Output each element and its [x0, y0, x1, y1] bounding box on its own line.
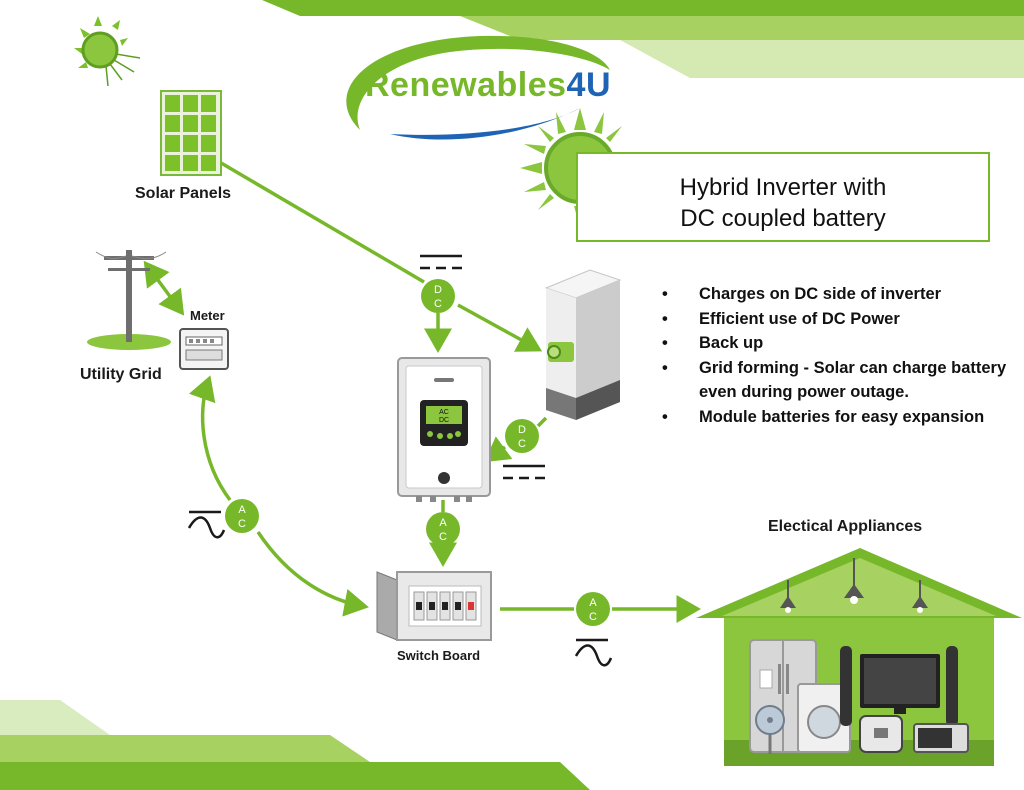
- ac-inverter-line-2: C: [439, 531, 447, 543]
- feature-item: Charges on DC side of inverter: [662, 282, 1022, 307]
- rice-cooker-icon: [859, 715, 903, 753]
- inverter-display-line-2: DC: [439, 417, 449, 424]
- title-box: Hybrid Inverter with DC coupled battery: [576, 152, 990, 242]
- ac-grid-line-1: A: [238, 504, 246, 516]
- ac-inverter-line-1: A: [439, 517, 447, 529]
- feature-item: Grid forming - Solar can charge battery …: [662, 356, 1022, 405]
- ac-inverter-circle: [426, 512, 460, 546]
- house-icon: [696, 548, 1022, 766]
- speaker-right-icon: [946, 646, 958, 726]
- switch-board-icon: [376, 571, 492, 641]
- dc-top-line-2: C: [434, 298, 442, 310]
- feature-list: Charges on DC side of inverter Efficient…: [662, 282, 1022, 429]
- dc-battery-circle: [505, 419, 539, 453]
- utility-grid-label: Utility Grid: [80, 366, 162, 383]
- dc-battery-line-1: D: [518, 424, 526, 436]
- logo-name-main: Renewables: [365, 66, 567, 104]
- ac-house-line-1: A: [589, 597, 597, 609]
- logo-name-accent: 4U: [566, 66, 611, 104]
- inverter-icon: AC DC: [397, 357, 491, 502]
- meter-label: Meter: [190, 308, 225, 323]
- fan-icon: [755, 705, 785, 754]
- ac-grid-circle: [225, 499, 259, 533]
- battery-icon: [544, 269, 622, 420]
- ac-house-circle: [576, 592, 610, 626]
- feature-item: Efficient use of DC Power: [662, 307, 1022, 332]
- feature-item: Module batteries for easy expansion: [662, 405, 1022, 430]
- inverter-display-line-1: AC: [439, 409, 449, 416]
- meter-icon: [179, 328, 229, 370]
- lamp-icons: [780, 558, 928, 613]
- logo-swoosh: [346, 35, 610, 140]
- logo: Renewables4U: [365, 66, 611, 105]
- title-line-1: Hybrid Inverter with: [679, 174, 887, 201]
- ac-grid-line-2: C: [238, 518, 246, 530]
- ac-house-line-2: C: [589, 611, 597, 623]
- switch-board-label: Switch Board: [397, 648, 481, 663]
- microwave-icon: [913, 723, 969, 753]
- solar-panels-label: Solar Panels: [135, 185, 232, 202]
- dc-battery-line-2: C: [518, 438, 526, 450]
- connector-circles: [225, 279, 610, 626]
- sun-icon: [74, 16, 141, 87]
- title-line-2: DC coupled battery: [680, 205, 886, 232]
- feature-item: Back up: [662, 331, 1022, 356]
- speaker-left-icon: [840, 646, 852, 726]
- tv-icon: [860, 654, 940, 714]
- solar-panel-icon: [160, 90, 222, 176]
- utility-pole-icon: [87, 250, 171, 350]
- electrical-appliances-label: Electical Appliances: [768, 518, 923, 535]
- dc-top-circle: [421, 279, 455, 313]
- dc-top-line-1: D: [434, 284, 442, 296]
